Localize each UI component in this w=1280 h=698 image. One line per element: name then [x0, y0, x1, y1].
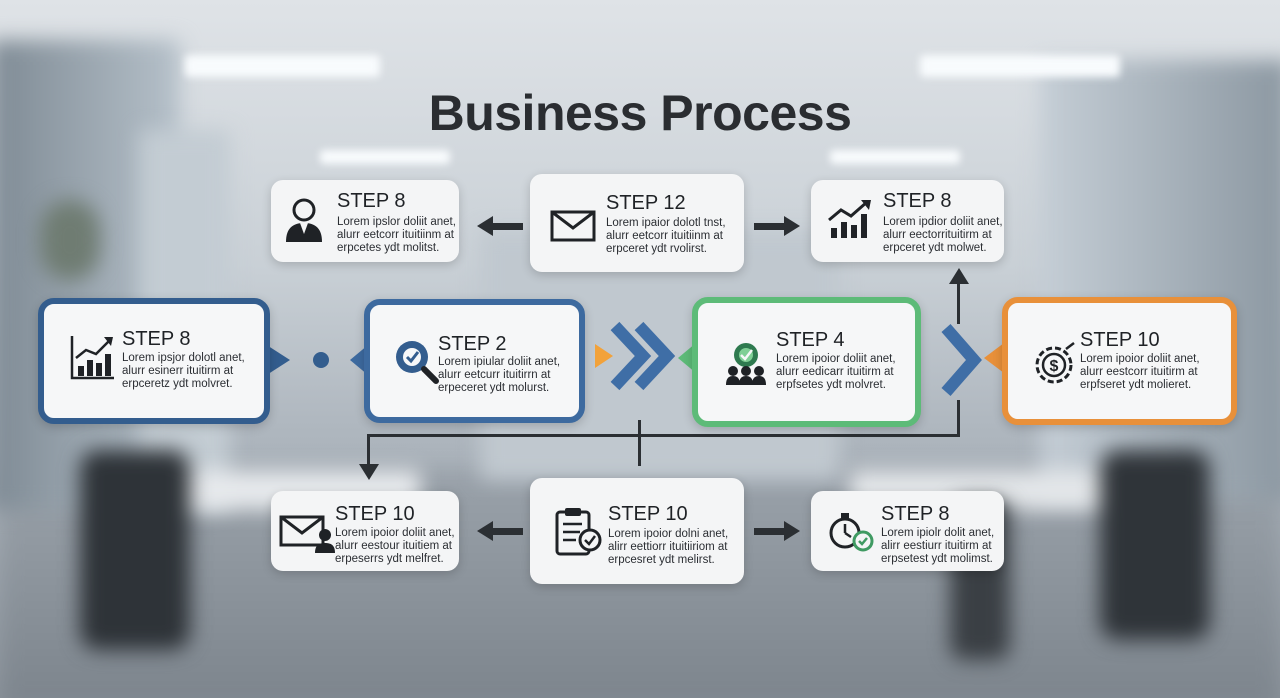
step-label: STEP 10: [335, 503, 415, 525]
email-user-icon: [279, 515, 335, 553]
connector-line: [638, 420, 641, 466]
arrow-down-icon: [359, 464, 379, 480]
step-description: Lorem ipoior doliit anet,alurr eestour i…: [335, 527, 455, 565]
arrow-right-icon: [754, 521, 800, 541]
step-label: STEP 8: [881, 503, 950, 525]
growth-chart-icon: [70, 336, 114, 380]
step-description: Lorem ipoior doliit anet,alurr eedicarr …: [776, 353, 896, 391]
step-label: STEP 4: [776, 329, 845, 351]
arrow-right-icon: [754, 216, 800, 236]
connector-line: [957, 282, 960, 324]
step-label: STEP 12: [606, 192, 686, 214]
svg-text:$: $: [1050, 358, 1059, 375]
pointer-left-icon: [678, 343, 696, 373]
stopwatch-check-icon: [829, 513, 874, 552]
team-target-icon: [726, 343, 766, 385]
step-description: Lorem ipsjor dolotl anet,alurr esinerr i…: [122, 352, 245, 390]
arrow-left-icon: [477, 216, 523, 236]
step-card: STEP 8 Lorem ipsjor dolotl anet,alurr es…: [38, 298, 270, 424]
step-description: Lorem ipoior dolni anet,alirr eettiorr i…: [608, 528, 729, 566]
connector-line: [368, 434, 960, 437]
step-description: Lorem ipdior doliit anet,alurr eectorrit…: [883, 216, 1003, 254]
chevron-right-icon: [941, 324, 982, 396]
step-label: STEP 8: [122, 328, 191, 350]
page-title: Business Process: [428, 85, 852, 141]
dot-icon: [313, 352, 329, 368]
step-label: STEP 10: [1080, 329, 1160, 351]
step-label: STEP 8: [883, 190, 952, 212]
search-gear-icon: [396, 341, 439, 384]
step-label: STEP 10: [608, 503, 688, 525]
arrow-up-icon: [949, 268, 969, 284]
money-gear-icon: $: [1035, 342, 1075, 384]
step-description: Lorem ipoior doliit anet,alurr eestcorr …: [1080, 353, 1200, 391]
step-description: Lorem ipiular doliit anet,alurr eetcurr …: [438, 356, 561, 394]
step-card: STEP 8 Lorem ipslor doliit anet,alurr ee…: [271, 180, 459, 262]
step-card: STEP 2 Lorem ipiular doliit anet,alurr e…: [364, 299, 585, 423]
user-icon: [286, 198, 322, 242]
arrow-left-icon: [477, 521, 523, 541]
step-description: Lorem ipiolr dolit anet,alirr eestiurr i…: [881, 527, 995, 565]
step-card: STEP 8 Lorem ipiolr dolit anet,alirr ees…: [811, 491, 1004, 571]
clipboard-check-icon: [555, 508, 602, 556]
step-label: STEP 2: [438, 333, 507, 355]
step-description: Lorem ipslor doliit anet,alurr eetcorr i…: [337, 216, 456, 254]
step-card: STEP 8 Lorem ipdior doliit anet,alurr ee…: [811, 180, 1004, 262]
step-card: STEP 10 Lorem ipoior dolni anet,alirr ee…: [530, 478, 744, 584]
connector-line: [367, 434, 370, 464]
step-label: STEP 8: [337, 190, 406, 212]
pointer-left-icon: [984, 343, 1004, 373]
step-card: STEP 4 Lorem ipoior doliit anet,alurr ee…: [692, 297, 921, 427]
step-description: Lorem ipaior dolotl tnst,alurr eetcorr i…: [606, 217, 726, 255]
double-chevron-right-icon: [595, 321, 676, 391]
step-card: $ STEP 10 Lorem ipoior doliit anet,alurr…: [1002, 297, 1237, 425]
envelope-icon: [550, 210, 596, 242]
step-card: STEP 10 Lorem ipoior doliit anet,alurr e…: [271, 491, 459, 571]
growth-chart-icon: [828, 200, 871, 238]
pointer-left-icon: [350, 345, 368, 375]
connector-line: [957, 400, 960, 437]
step-card: STEP 12 Lorem ipaior dolotl tnst,alurr e…: [530, 174, 744, 272]
